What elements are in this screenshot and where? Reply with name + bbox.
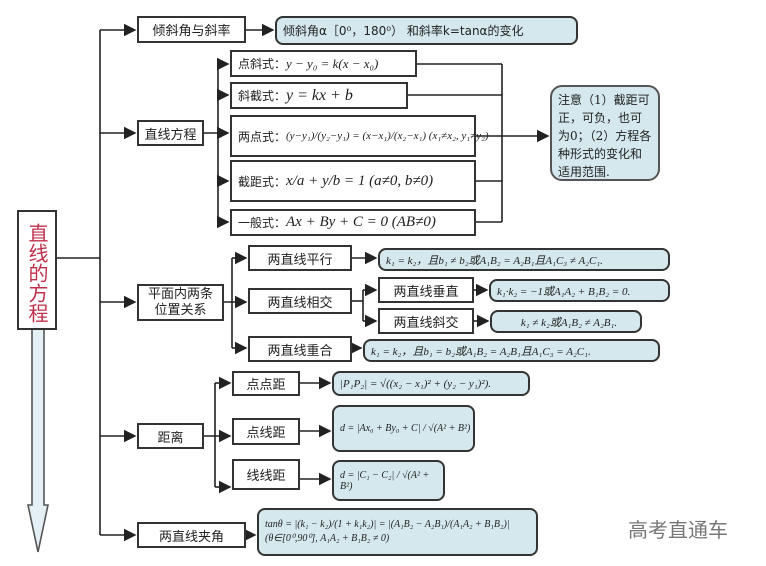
oblique-formula: k₁ ≠ k₂或A₁B₂ ≠ A₂B₁.	[490, 310, 642, 333]
node-position: 平面内两条位置关系	[137, 284, 224, 321]
form-two-point: 两点式：(y−y₁)/(y₂−y₁) = (x−x₁)/(x₂−x₁) (x₁≠…	[230, 115, 489, 157]
watermark: 高考直通车	[628, 518, 728, 542]
node-equations: 直线方程	[137, 120, 204, 146]
node-intersect: 两直线相交	[248, 288, 352, 314]
node-oblique: 两直线斜交	[378, 308, 474, 334]
form-point-slope: 点斜式：y − y₀ = k(x − x₀)	[230, 50, 417, 77]
form-formula: (y−y₁)/(y₂−y₁) = (x−x₁)/(x₂−x₁) (x₁≠x₂, …	[286, 130, 489, 142]
form-name: 截距式：	[238, 174, 287, 189]
form-slope-intercept: 斜截式：y = kx + b	[230, 82, 408, 109]
node-slope: 倾斜角与斜率	[137, 16, 246, 43]
form-formula: Ax + By + C = 0 (AB≠0)	[286, 214, 436, 230]
form-name: 一般式：	[238, 216, 287, 230]
node-coincide: 两直线重合	[248, 336, 352, 362]
form-name: 斜截式：	[238, 89, 287, 103]
perpendicular-formula: k₁·k₂ = −1或A₁A₂ + B₁B₂ = 0.	[489, 279, 670, 302]
coincide-formula: k₁ = k₂，且b₁ = b₂或A₁B₂ = A₂B₁且A₁C₃ = A₂C₁…	[363, 339, 660, 362]
node-distance: 距离	[137, 423, 204, 449]
parallel-formula: k₁ = k₂，且b₁ ≠ b₂或A₁B₂ = A₂B₁且A₁C₃ ≠ A₂C₁…	[378, 248, 670, 271]
node-point-point: 点点距	[232, 371, 300, 396]
node-line-line: 线线距	[232, 459, 300, 490]
node-perpendicular: 两直线垂直	[378, 277, 474, 303]
form-name: 两点式：	[238, 129, 287, 144]
angle-formula: tanθ = |(k₁ − k₂)/(1 + k₁k₂)| = |(A₁B₂ −…	[257, 508, 538, 556]
node-point-line: 点线距	[232, 418, 300, 445]
form-formula: y − y₀ = k(x − x₀)	[286, 55, 379, 71]
line-line-formula: d = |C₁ − C₂| / √(A² + B²)	[332, 460, 445, 501]
form-intercept: 截距式：x/a + y/b = 1 (a≠0, b≠0)	[230, 160, 476, 202]
slope-detail: 倾斜角α［0⁰，180⁰） 和斜率k=tanα的变化	[275, 16, 578, 45]
form-name: 点斜式：	[238, 57, 287, 71]
point-line-formula: d = |Ax₀ + By₀ + C| / √(A² + B²)	[332, 405, 475, 452]
node-parallel: 两直线平行	[248, 245, 352, 271]
point-point-formula: |P₁P₂| = √((x₂ − x₁)² + (y₂ − y₁)²).	[332, 371, 530, 396]
node-angle: 两直线夹角	[137, 522, 246, 548]
equations-note: 注意（1）截距可正，可负，也可为0；（2）方程各种形式的变化和适用范围.	[550, 85, 660, 181]
main-title: 直线的方程	[17, 210, 57, 330]
form-general: 一般式：Ax + By + C = 0 (AB≠0)	[230, 209, 476, 236]
form-formula: y = kx + b	[286, 86, 353, 104]
form-formula: x/a + y/b = 1 (a≠0, b≠0)	[286, 172, 434, 189]
